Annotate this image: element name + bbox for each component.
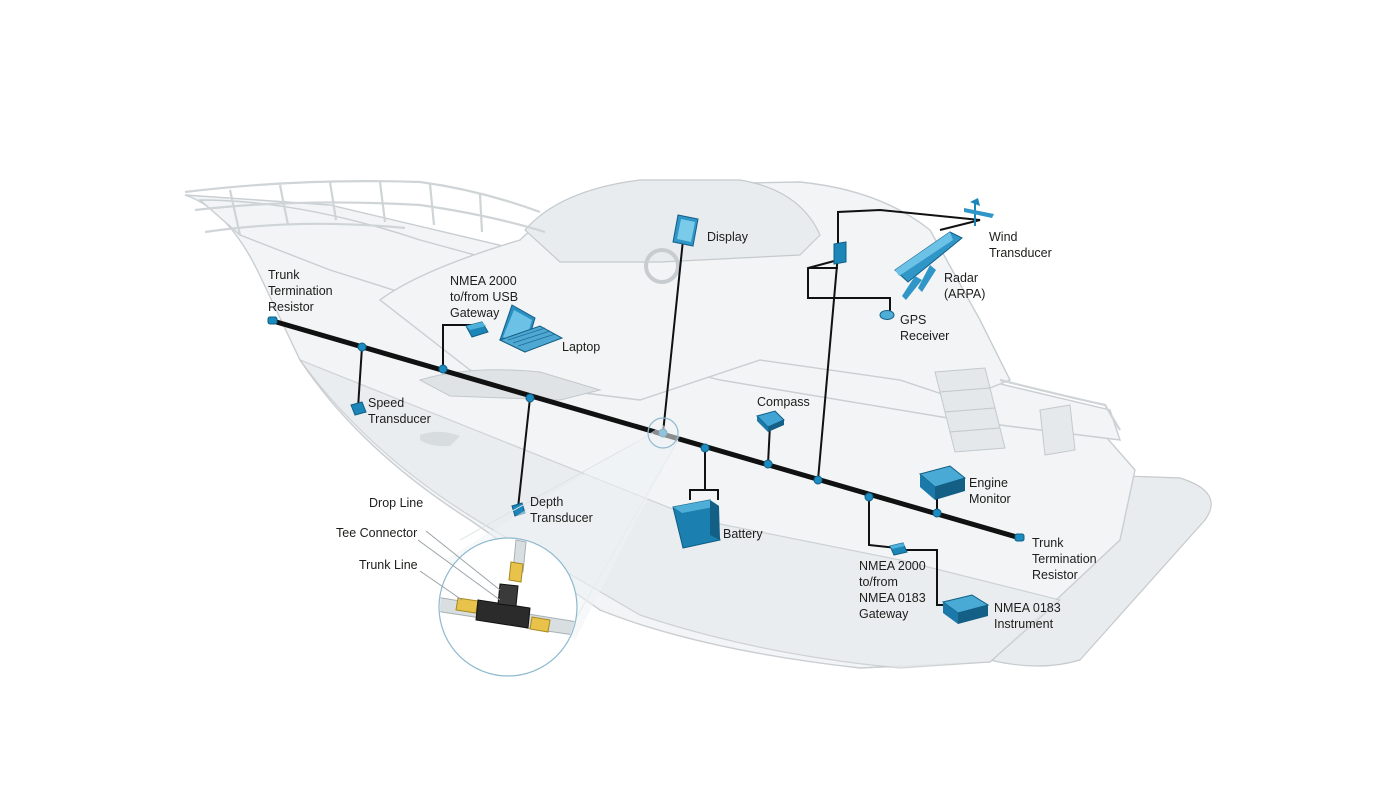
battery-icon xyxy=(672,499,721,549)
laptop-icon xyxy=(498,304,564,353)
gateway-icon xyxy=(889,542,908,556)
terminator-left xyxy=(267,316,278,325)
label-drop-line: Drop Line xyxy=(369,496,423,510)
label-engine: Engine Monitor xyxy=(969,476,1011,506)
gps-icon xyxy=(879,310,895,320)
display-icon xyxy=(672,214,699,247)
label-radar: Radar (ARPA) xyxy=(944,271,985,301)
radar-icon xyxy=(894,231,963,300)
label-tee-connector: Tee Connector xyxy=(336,526,417,540)
trunk-line xyxy=(270,318,1023,541)
boat-hull xyxy=(184,179,1212,669)
tee-connector-detail xyxy=(417,417,680,677)
label-trunk-resistor-left: Trunk Termination Resistor xyxy=(268,268,336,314)
label-trunk-resistor-right: Trunk Termination Resistor xyxy=(1032,536,1100,582)
label-compass: Compass xyxy=(757,395,810,409)
drop-lines xyxy=(357,208,981,606)
label-depth: Depth Transducer xyxy=(530,495,593,525)
instrument-icon xyxy=(941,594,990,624)
label-usb-gateway: NMEA 2000 to/from USB Gateway xyxy=(450,274,522,320)
label-0183-gateway: NMEA 2000 to/from NMEA 0183 Gateway xyxy=(859,559,929,621)
label-speed: Speed Transducer xyxy=(368,396,431,426)
label-gps: GPS Receiver xyxy=(900,313,949,343)
labels: Trunk Termination Resistor NMEA 2000 to/… xyxy=(268,230,1100,631)
terminator-right xyxy=(1014,533,1025,542)
gateway-icon xyxy=(465,321,489,338)
label-trunk-line: Trunk Line xyxy=(359,558,418,572)
label-display: Display xyxy=(707,230,749,244)
wind-vane-icon xyxy=(964,198,994,226)
compass-icon xyxy=(756,410,785,432)
mast-junction-icon xyxy=(833,241,847,265)
label-0183-instrument: NMEA 0183 Instrument xyxy=(994,601,1064,631)
label-wind: Wind Transducer xyxy=(989,230,1052,260)
label-laptop: Laptop xyxy=(562,340,600,354)
transducer-icon xyxy=(350,401,367,416)
label-battery: Battery xyxy=(723,527,763,541)
engine-monitor-icon xyxy=(918,465,967,500)
